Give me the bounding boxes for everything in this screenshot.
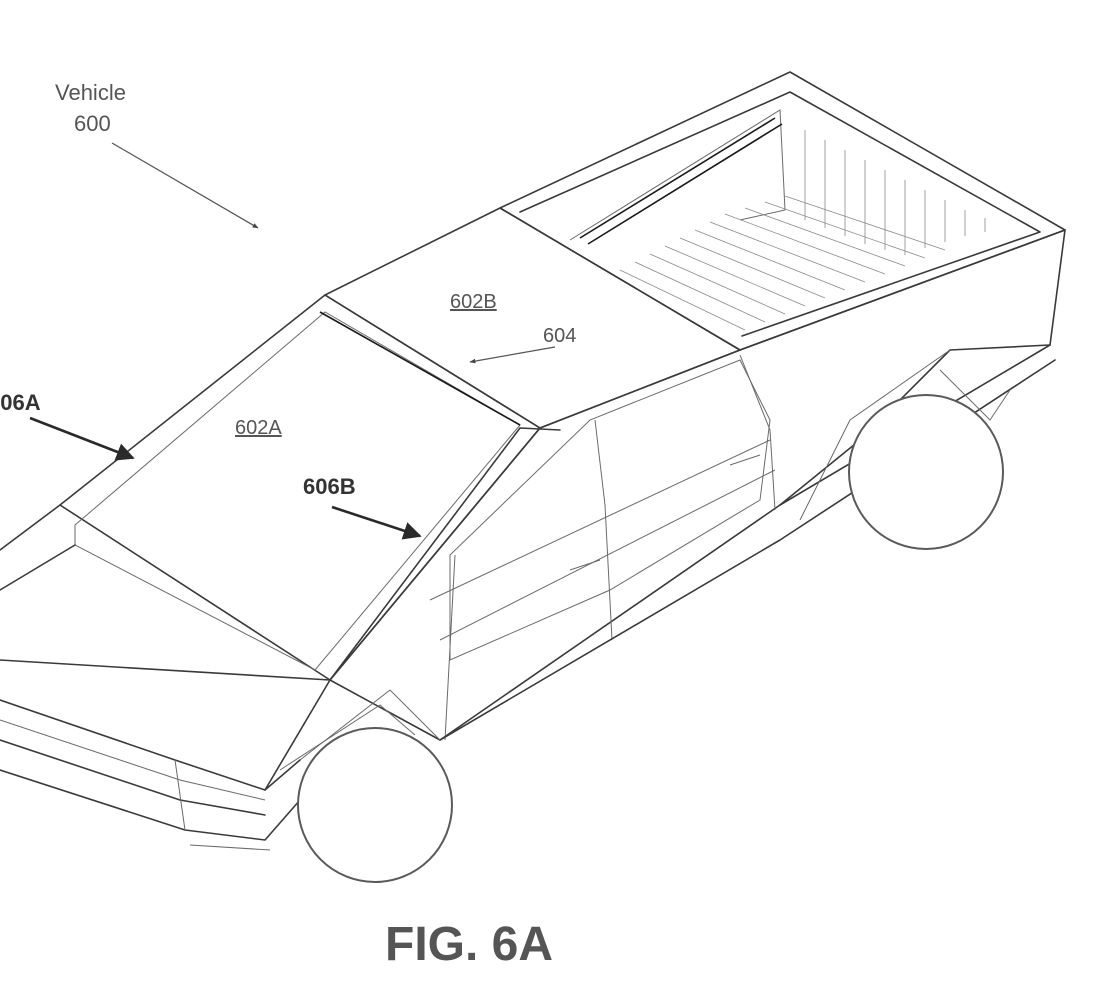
front-fascia [0,659,441,851]
ref-604-arrow [469,346,556,364]
rear-wheel [848,394,1004,550]
front-wheel [297,727,453,883]
panel-602a-label: 602A [235,417,282,439]
vehicle-label: Vehicle [55,80,126,105]
vehicle-number: 600 [74,111,111,136]
ref-606a-label: 606A [0,390,41,415]
panel-602b-label: 602B [450,291,497,313]
truck-bed [499,71,1066,351]
ref-606b-arrow [331,505,422,540]
figure-caption: FIG. 6A [385,918,553,971]
side-body [329,229,1066,741]
ref-606a-arrow [29,416,135,461]
ref-606b-label: 606B [303,474,356,499]
ref-604-label: 604 [543,325,576,347]
vehicle-leader-arrow [111,142,259,229]
